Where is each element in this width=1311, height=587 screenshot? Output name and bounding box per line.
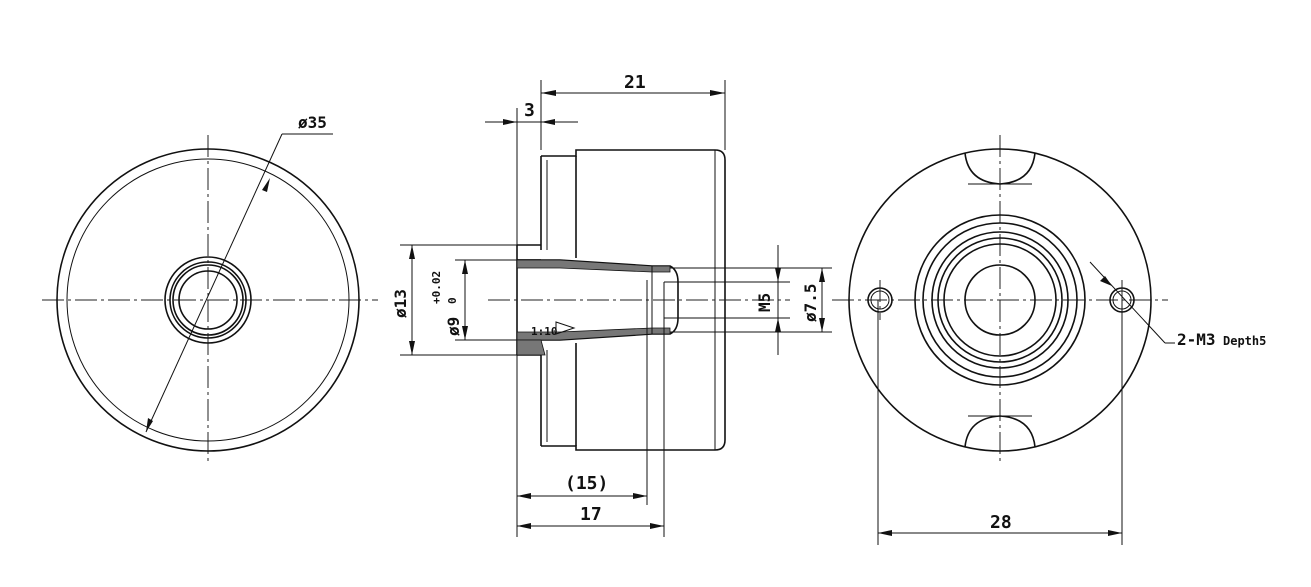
label-hole-callout: 2-M3 — [1177, 330, 1216, 349]
label-bore-tol-lower: 0 — [446, 297, 459, 304]
label-hole-depth: Depth5 — [1223, 334, 1266, 348]
front-hub-outer — [164, 256, 252, 344]
dim21-arrow-left — [541, 90, 556, 96]
label-outer-diameter: ø35 — [298, 113, 327, 132]
back-ring-5 — [943, 243, 1057, 357]
m5-arrow-bottom — [775, 318, 781, 332]
label-bore-outer: ø13 — [391, 289, 410, 318]
label-length-bore: 17 — [580, 504, 602, 525]
dim13-arrow-bottom — [409, 341, 415, 355]
section-hatch-bottom — [516, 327, 671, 341]
diameter-arrow-low — [146, 418, 153, 432]
tapered-bore — [517, 259, 679, 341]
m5-arrow-top — [775, 268, 781, 282]
hole-leader — [1089, 261, 1166, 344]
diameter-leader — [145, 133, 283, 433]
section-hatch-top — [516, 259, 671, 273]
front-hub-ring-2 — [172, 264, 244, 336]
back-ring-3 — [931, 231, 1069, 369]
front-view: ø35 — [42, 113, 378, 462]
section-view: 1:10 21 3 ø13 ø9 +0.02 0 — [391, 72, 832, 537]
dim9-arrow-bottom — [462, 326, 468, 340]
label-diameter-right: ø7.5 — [801, 283, 820, 322]
label-length-overall: 21 — [624, 72, 646, 93]
label-bore-tol-upper: +0.02 — [430, 271, 443, 304]
back-center-hole — [964, 264, 1036, 336]
dim17-arrow-right — [650, 523, 664, 529]
back-ring-4 — [937, 237, 1063, 363]
dim15-arrow-left — [517, 493, 531, 499]
front-outer-circle — [56, 148, 360, 452]
dim15-arrow-right — [633, 493, 647, 499]
dim3-arrow-right — [541, 119, 555, 125]
hole-leader-arrow — [1100, 276, 1112, 286]
diameter-arrow-high — [262, 178, 270, 192]
d75-arrow-top — [819, 268, 825, 282]
front-inner-rim — [66, 158, 350, 442]
label-flange: 3 — [524, 100, 535, 121]
label-thread-center: M5 — [755, 293, 774, 312]
d75-arrow-bottom — [819, 318, 825, 332]
back-ring-1 — [914, 214, 1086, 386]
front-hub-ring — [169, 261, 247, 339]
dim13-arrow-top — [409, 245, 415, 259]
back-view: 2-M3 Depth5 28 — [832, 135, 1266, 545]
dim17-arrow-left — [517, 523, 531, 529]
section-hatch-flange — [516, 339, 546, 356]
label-bore-tol-base: ø9 — [444, 317, 463, 336]
dim21-arrow-right — [710, 90, 725, 96]
dim9-arrow-top — [462, 260, 468, 274]
label-depth-ref: (15) — [565, 473, 608, 494]
label-taper: 1:10 — [531, 325, 558, 338]
back-outer-circle — [848, 148, 1152, 452]
front-hub-bore — [178, 270, 238, 330]
taper-symbol — [555, 321, 576, 335]
back-ring-2 — [922, 222, 1078, 378]
dim28-arrow-right — [1108, 530, 1122, 536]
dim28-arrow-left — [878, 530, 892, 536]
label-hole-spacing: 28 — [990, 512, 1012, 533]
dim3-arrow-left — [503, 119, 517, 125]
